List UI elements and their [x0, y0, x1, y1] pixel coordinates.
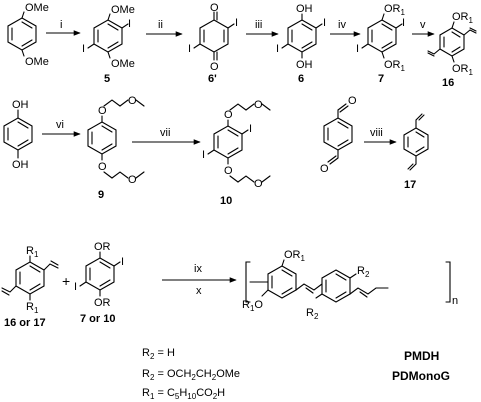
label-o: O: [254, 99, 263, 111]
label-ome: OMe: [25, 2, 49, 14]
compound-6-prime: O O I I 6': [188, 2, 238, 85]
label-i: I: [402, 17, 405, 29]
step-label: x: [196, 285, 202, 297]
dimethoxybenzene: OMe OMe: [7, 2, 49, 68]
label-r2: R2: [306, 307, 319, 321]
diiodo-monomer: OR OR I I 7 or 10: [74, 241, 124, 325]
label-i: I: [276, 43, 279, 55]
label-ome: OMe: [111, 58, 135, 70]
label-r1: R1: [26, 301, 39, 315]
label-ome: OMe: [25, 56, 49, 68]
label-o: O: [98, 161, 107, 173]
label-or: OR1: [452, 63, 474, 77]
polymer-pdmonog: PDMonoG: [392, 369, 450, 383]
step-label: v: [420, 19, 426, 31]
label-r1: R1: [26, 245, 39, 259]
label-o: O: [210, 61, 219, 73]
label-ome: OMe: [111, 4, 135, 16]
label-o: O: [128, 174, 137, 186]
legend-r2-h: R2 = H: [142, 347, 175, 361]
label-o: O: [210, 2, 219, 14]
terephthalaldehyde: O O: [320, 95, 357, 175]
legend-r1: R1 = C5H10CO2H: [142, 387, 225, 401]
polymer-repeat-unit: OR1 R1O R2 R2 n: [242, 249, 458, 321]
compound-number: 7: [378, 73, 384, 85]
compound-10: O O O O I I 10: [202, 99, 271, 207]
step-label: vi: [56, 119, 64, 131]
label-i: I: [121, 256, 124, 268]
label-or: OR1: [384, 59, 406, 73]
step-label: iv: [338, 19, 346, 31]
label-i: I: [323, 17, 326, 29]
label-or: OR1: [452, 11, 474, 25]
label-oh: OH: [296, 59, 313, 71]
label-o: O: [128, 95, 137, 107]
compound-number: 6': [208, 73, 217, 85]
compound-number: 9: [98, 189, 104, 201]
compound-5: OMe OMe I I 5: [82, 4, 135, 85]
label-i: I: [128, 18, 131, 30]
step-label: iii: [255, 19, 262, 31]
compound-7: OR1 OR1 I I 7: [356, 3, 406, 85]
label-i: I: [188, 43, 191, 55]
label-oh: OH: [12, 159, 29, 171]
step-label: viii: [370, 127, 383, 139]
compound-6: OH OH I I 6: [276, 3, 326, 85]
label-i: I: [249, 123, 252, 135]
label-r1-o: R1O: [242, 299, 263, 313]
label-o: O: [224, 109, 233, 121]
label-o: O: [224, 165, 233, 177]
label-i: I: [202, 149, 205, 161]
label-o: O: [320, 163, 329, 175]
compound-number: 16: [442, 77, 454, 89]
label-i: I: [74, 281, 77, 293]
label-n: n: [452, 295, 458, 307]
compound-number: 7 or 10: [80, 313, 115, 325]
label-i: I: [235, 17, 238, 29]
divinyl-monomer: R1 R1 16 or 17: [1, 245, 59, 329]
label-oh: OH: [12, 99, 29, 111]
step-label: vii: [160, 127, 170, 139]
label-o: O: [98, 105, 107, 117]
label-or: OR1: [284, 249, 306, 263]
hydroquinone: OH OH: [3, 99, 33, 171]
label-or: OR: [94, 297, 111, 309]
substituent-legend: R2 = H R2 = OCH2CH2OMe R1 = C5H10CO2H: [142, 347, 240, 401]
compound-number: 10: [220, 195, 232, 207]
step-label: i: [60, 19, 62, 31]
label-oh: OH: [296, 3, 313, 15]
compound-17: 17: [403, 113, 429, 191]
polymer-pmdh: PMDH: [404, 349, 439, 363]
compound-number: 17: [404, 179, 416, 191]
compound-number: 6: [298, 73, 304, 85]
label-or: OR1: [384, 3, 406, 17]
compound-9: O O O O 9: [87, 95, 145, 201]
label-or: OR: [94, 241, 111, 253]
label-o: O: [254, 178, 263, 190]
step-label: ix: [194, 263, 202, 275]
compound-number: 5: [104, 73, 110, 85]
compound-16: OR1 OR1 16: [427, 11, 477, 89]
label-i: I: [82, 43, 85, 55]
label-o: O: [348, 95, 357, 107]
step-label: ii: [158, 19, 163, 31]
plus-sign: +: [62, 273, 70, 289]
compound-number: 16 or 17: [4, 317, 46, 329]
label-r2: R2: [357, 265, 370, 279]
legend-r2-ome: R2 = OCH2CH2OMe: [142, 368, 240, 382]
label-i: I: [356, 43, 359, 55]
